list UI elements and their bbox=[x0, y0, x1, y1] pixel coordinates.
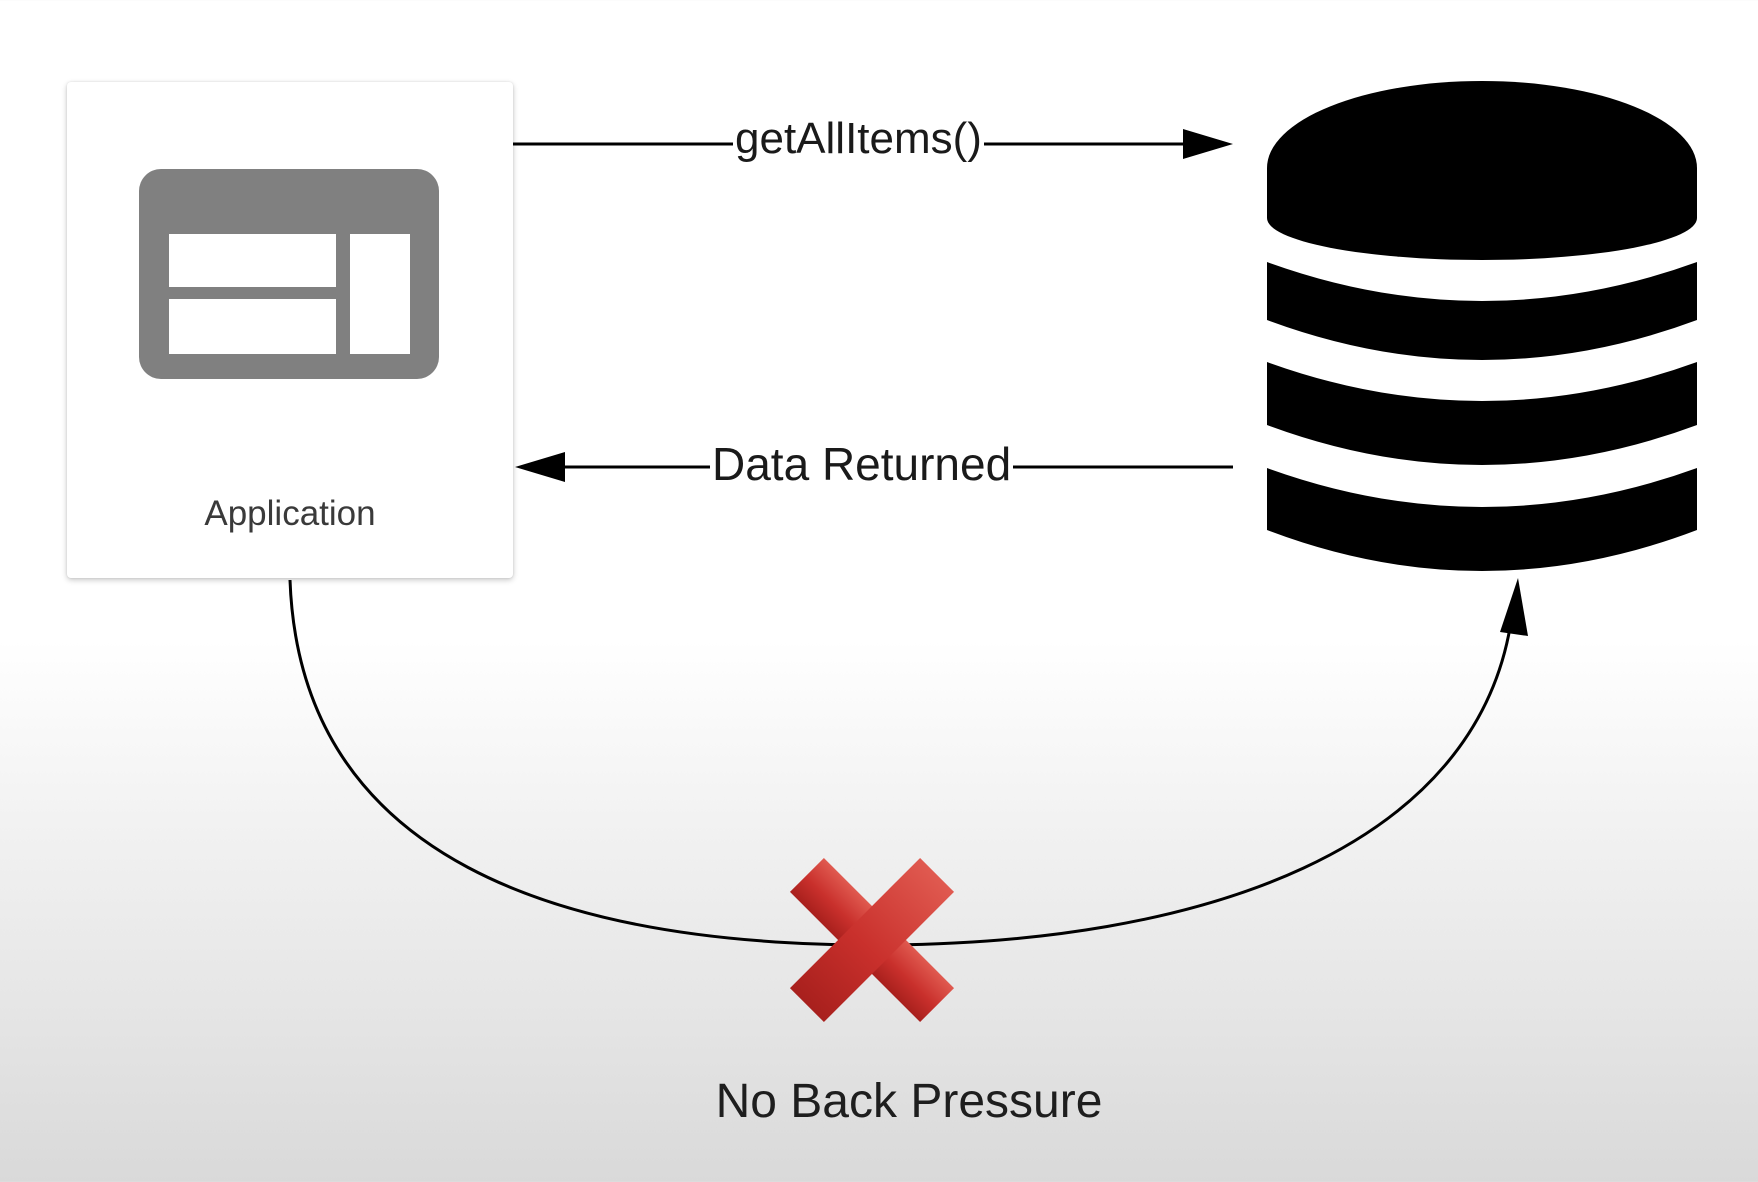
window-layout-icon bbox=[139, 169, 439, 379]
back-pressure-arrowhead bbox=[1500, 578, 1528, 636]
request-label: getAllItems() bbox=[733, 114, 984, 163]
no-back-pressure-label: No Back Pressure bbox=[715, 1075, 1103, 1128]
application-label: Application bbox=[204, 494, 376, 533]
application-node: Application bbox=[67, 82, 513, 578]
red-x-icon bbox=[789, 857, 955, 1023]
database-icon bbox=[1267, 81, 1697, 571]
response-label: Data Returned bbox=[710, 438, 1014, 490]
